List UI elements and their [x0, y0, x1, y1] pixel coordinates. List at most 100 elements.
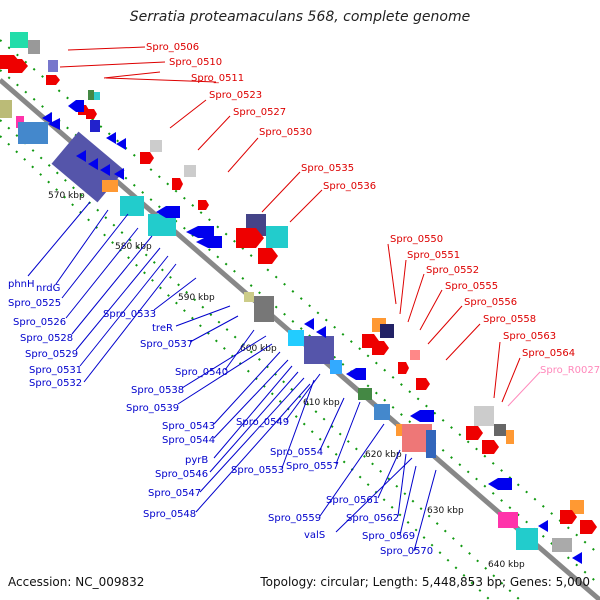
- gene-block: [10, 32, 28, 48]
- gene-block: [28, 40, 40, 54]
- gene-label[interactable]: Spro_0562: [346, 513, 399, 524]
- gene-label[interactable]: phnH: [8, 279, 35, 290]
- gene-label[interactable]: Spro_0527: [233, 107, 286, 118]
- gene-label[interactable]: Spro_0544: [162, 435, 215, 446]
- gene-label[interactable]: Spro_0548: [143, 509, 196, 520]
- gene-arrow: [398, 362, 409, 374]
- gene-label[interactable]: Spro_0533: [103, 309, 156, 320]
- gene-label[interactable]: Spro_0537: [140, 339, 193, 350]
- gene-arrow: [488, 478, 512, 490]
- gene-label[interactable]: Spro_0551: [407, 250, 460, 261]
- gene-arrow: [156, 206, 180, 218]
- gene-label[interactable]: Spro_0543: [162, 421, 215, 432]
- gene-label[interactable]: Spro_0510: [169, 57, 222, 68]
- gene-label[interactable]: Spro_0540: [175, 367, 228, 378]
- kbp-tick: 600 kbp: [240, 344, 277, 354]
- gene-arrow: [100, 164, 110, 176]
- gene-label[interactable]: Spro_0523: [209, 90, 262, 101]
- gene-block: [304, 336, 334, 364]
- gene-arrow: [258, 248, 278, 264]
- gene-label[interactable]: pyrB: [185, 455, 208, 466]
- gene-block: [266, 226, 288, 248]
- gene-arrow: [68, 100, 84, 112]
- gene-block: [18, 122, 48, 144]
- gene-arrow: [172, 178, 183, 190]
- dotted-tracks: [0, 39, 600, 600]
- gene-label[interactable]: Spro_0555: [445, 281, 498, 292]
- gene-block: [184, 165, 196, 177]
- gene-arrow: [114, 168, 124, 180]
- gene-label[interactable]: Spro_0570: [380, 546, 433, 557]
- gene-label[interactable]: Spro_0550: [390, 234, 443, 245]
- gene-label[interactable]: Spro_0554: [270, 447, 323, 458]
- gene-label[interactable]: Spro_0559: [268, 513, 321, 524]
- kbp-tick: 630 kbp: [427, 506, 464, 516]
- gene-arrow: [372, 341, 389, 355]
- kbp-tick: 580 kbp: [115, 242, 152, 252]
- gene-arrow: [572, 552, 582, 564]
- gene-block: [94, 92, 100, 100]
- gene-block: [288, 330, 304, 346]
- gene-label[interactable]: Spro_0531: [29, 365, 82, 376]
- gene-label[interactable]: Spro_0561: [326, 495, 379, 506]
- gene-label[interactable]: Spro_0553: [231, 465, 284, 476]
- gene-label[interactable]: Spro_0546: [155, 469, 208, 480]
- gene-arrow: [304, 318, 314, 330]
- rna-leader: [507, 371, 541, 407]
- gene-label[interactable]: Spro_0558: [483, 314, 536, 325]
- gene-label[interactable]: Spro_0538: [131, 385, 184, 396]
- gene-block: [374, 404, 390, 420]
- gene-block: [90, 120, 100, 132]
- gene-label[interactable]: Spro_0549: [236, 417, 289, 428]
- gene-arrow: [346, 368, 366, 380]
- gene-label[interactable]: Spro_0529: [25, 349, 78, 360]
- gene-arrow: [196, 236, 222, 248]
- gene-label[interactable]: Spro_0526: [13, 317, 66, 328]
- gene-block: [498, 512, 518, 528]
- gene-block: [380, 324, 394, 338]
- gene-label[interactable]: nrdG: [36, 283, 60, 294]
- gene-label[interactable]: Spro_0532: [29, 378, 82, 389]
- gene-label[interactable]: Spro_0528: [20, 333, 73, 344]
- gene-label[interactable]: Spro_0539: [126, 403, 179, 414]
- gene-label[interactable]: valS: [304, 530, 325, 541]
- gene-label[interactable]: Spro_0547: [148, 488, 201, 499]
- gene-block: [474, 406, 494, 426]
- gene-label[interactable]: Spro_0557: [286, 461, 339, 472]
- rna-gene-label[interactable]: Spro_R0027: [540, 365, 600, 376]
- gene-label[interactable]: Spro_0525: [8, 298, 61, 309]
- gene-label[interactable]: Spro_0506: [146, 42, 199, 53]
- gene-block: [148, 214, 176, 236]
- gene-block: [516, 528, 538, 550]
- gene-label[interactable]: Spro_0556: [464, 297, 517, 308]
- gene-block: [88, 90, 94, 100]
- gene-label[interactable]: Spro_0530: [259, 127, 312, 138]
- gene-block: [358, 388, 372, 400]
- forward-leaders: [59, 46, 521, 403]
- gene-label[interactable]: Spro_0563: [503, 331, 556, 342]
- gene-label[interactable]: Spro_0536: [323, 181, 376, 192]
- gene-arrow: [236, 228, 264, 248]
- reverse-leaders: [27, 201, 437, 552]
- genome-title: Serratia proteamaculans 568, complete ge…: [129, 9, 471, 25]
- gene-label[interactable]: treR: [152, 323, 173, 334]
- forward-genes: [0, 32, 597, 534]
- gene-label[interactable]: Spro_0569: [362, 531, 415, 542]
- gene-label[interactable]: Spro_0511: [191, 73, 244, 84]
- gene-block: [330, 360, 342, 374]
- gene-arrow: [410, 410, 434, 422]
- gene-arrow: [76, 150, 86, 162]
- reverse-gene-labels: phnH nrdG Spro_0525 Spro_0526 Spro_0528 …: [8, 279, 433, 557]
- kbp-tick: 590 kbp: [178, 293, 215, 303]
- genome-summary-text: Topology: circular; Length: 5,448,853 bp…: [260, 575, 590, 589]
- kbp-tick: 570 kbp: [48, 191, 85, 201]
- gene-arrow: [198, 200, 209, 210]
- reverse-genes: [0, 100, 582, 564]
- gene-label[interactable]: Spro_0564: [522, 348, 575, 359]
- gene-arrow: [8, 59, 28, 73]
- gene-label[interactable]: Spro_0552: [426, 265, 479, 276]
- gene-label[interactable]: Spro_0535: [301, 163, 354, 174]
- gene-block: [506, 430, 514, 444]
